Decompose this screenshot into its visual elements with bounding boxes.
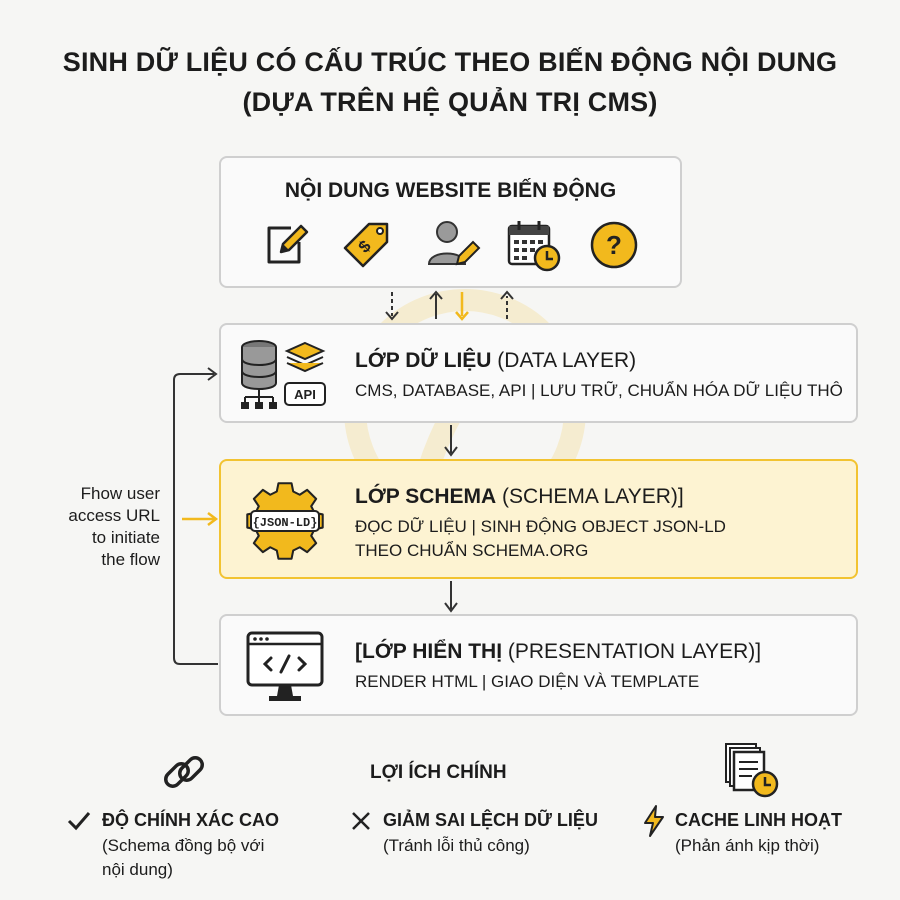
schema-layer-line-2: THEO CHUẨN SCHEMA.ORG bbox=[355, 541, 589, 560]
side-note-line: access URL bbox=[68, 506, 160, 525]
question-icon: ? bbox=[590, 221, 638, 269]
presentation-layer-subtitle: RENDER HTML | GIAO DIỆN VÀ TEMPLATE bbox=[355, 672, 700, 691]
svg-text:?: ? bbox=[606, 230, 622, 260]
calendar-clock-icon bbox=[507, 221, 561, 272]
benefits-heading: LỢI ÍCH CHÍNH bbox=[370, 762, 507, 783]
schema-layer-line-1: ĐỌC DỮ LIỆU | SINH ĐỘNG OBJECT JSON-LD bbox=[355, 517, 726, 536]
json-ld-gear-icon: {JSON-LD} bbox=[246, 482, 324, 560]
lightning-icon bbox=[644, 805, 664, 837]
schema-layer-box: {JSON-LD} LỚP SCHEMA (SCHEMA LAYER)] ĐỌC… bbox=[219, 459, 858, 579]
content-box: NỘI DUNG WEBSITE BIẾN ĐỘNG $ ? bbox=[219, 156, 682, 288]
user-edit-icon bbox=[427, 221, 481, 266]
api-label: API bbox=[294, 387, 316, 402]
benefit-2-title: GIẢM SAI LỆCH DỮ LIỆU bbox=[383, 810, 598, 830]
side-note-line: the flow bbox=[101, 550, 160, 569]
sync-arrows bbox=[385, 290, 514, 321]
presentation-layer-title: [LỚP HIỂN THỊ (PRESENTATION LAYER)] bbox=[355, 640, 762, 663]
benefit-2-desc: (Tránh lỗi thủ công) bbox=[383, 836, 530, 855]
cross-icon bbox=[352, 812, 370, 830]
content-box-title: NỘI DUNG WEBSITE BIẾN ĐỘNG bbox=[284, 179, 617, 202]
arrow-data-to-schema bbox=[444, 425, 458, 457]
side-note: Fhow user access URL to initiate the flo… bbox=[40, 483, 160, 571]
data-layer-box: API LỚP DỮ LIỆU (DATA LAYER) CMS, DATABA… bbox=[219, 323, 858, 423]
price-tag-icon: $ bbox=[343, 222, 389, 268]
benefit-1-title: ĐỘ CHÍNH XÁC CAO bbox=[102, 810, 280, 830]
side-note-line: Fhow user bbox=[80, 484, 160, 503]
page-title-line-2: (DỰA TRÊN HỆ QUẢN TRỊ CMS) bbox=[242, 87, 658, 117]
check-icon bbox=[67, 812, 91, 831]
benefit-1-desc: (Schema đồng bộ với nội dung) bbox=[102, 836, 265, 879]
benefit-3-desc: (Phản ánh kịp thời) bbox=[675, 836, 820, 855]
link-icon bbox=[164, 756, 204, 788]
json-ld-label: {JSON-LD} bbox=[253, 516, 318, 530]
document-clock-icon bbox=[725, 743, 779, 798]
arrow-schema-to-presentation bbox=[444, 581, 458, 613]
feedback-loop-arrow bbox=[173, 367, 219, 665]
database-api-icon: API bbox=[241, 340, 326, 409]
data-layer-subtitle: CMS, DATABASE, API | LƯU TRỮ, CHUẨN HÓA … bbox=[355, 381, 843, 400]
edit-icon bbox=[267, 224, 309, 264]
page-title-line-1: SINH DỮ LIỆU CÓ CẤU TRÚC THEO BIẾN ĐỘNG … bbox=[62, 47, 838, 77]
code-monitor-icon bbox=[246, 631, 324, 701]
schema-layer-title: LỚP SCHEMA (SCHEMA LAYER)] bbox=[355, 485, 684, 508]
presentation-layer-box: [LỚP HIỂN THỊ (PRESENTATION LAYER)] REND… bbox=[219, 614, 858, 716]
data-layer-title: LỚP DỮ LIỆU (DATA LAYER) bbox=[355, 349, 637, 372]
side-note-line: to initiate bbox=[91, 528, 160, 547]
benefit-3-title: CACHE LINH HOẠT bbox=[675, 810, 842, 830]
